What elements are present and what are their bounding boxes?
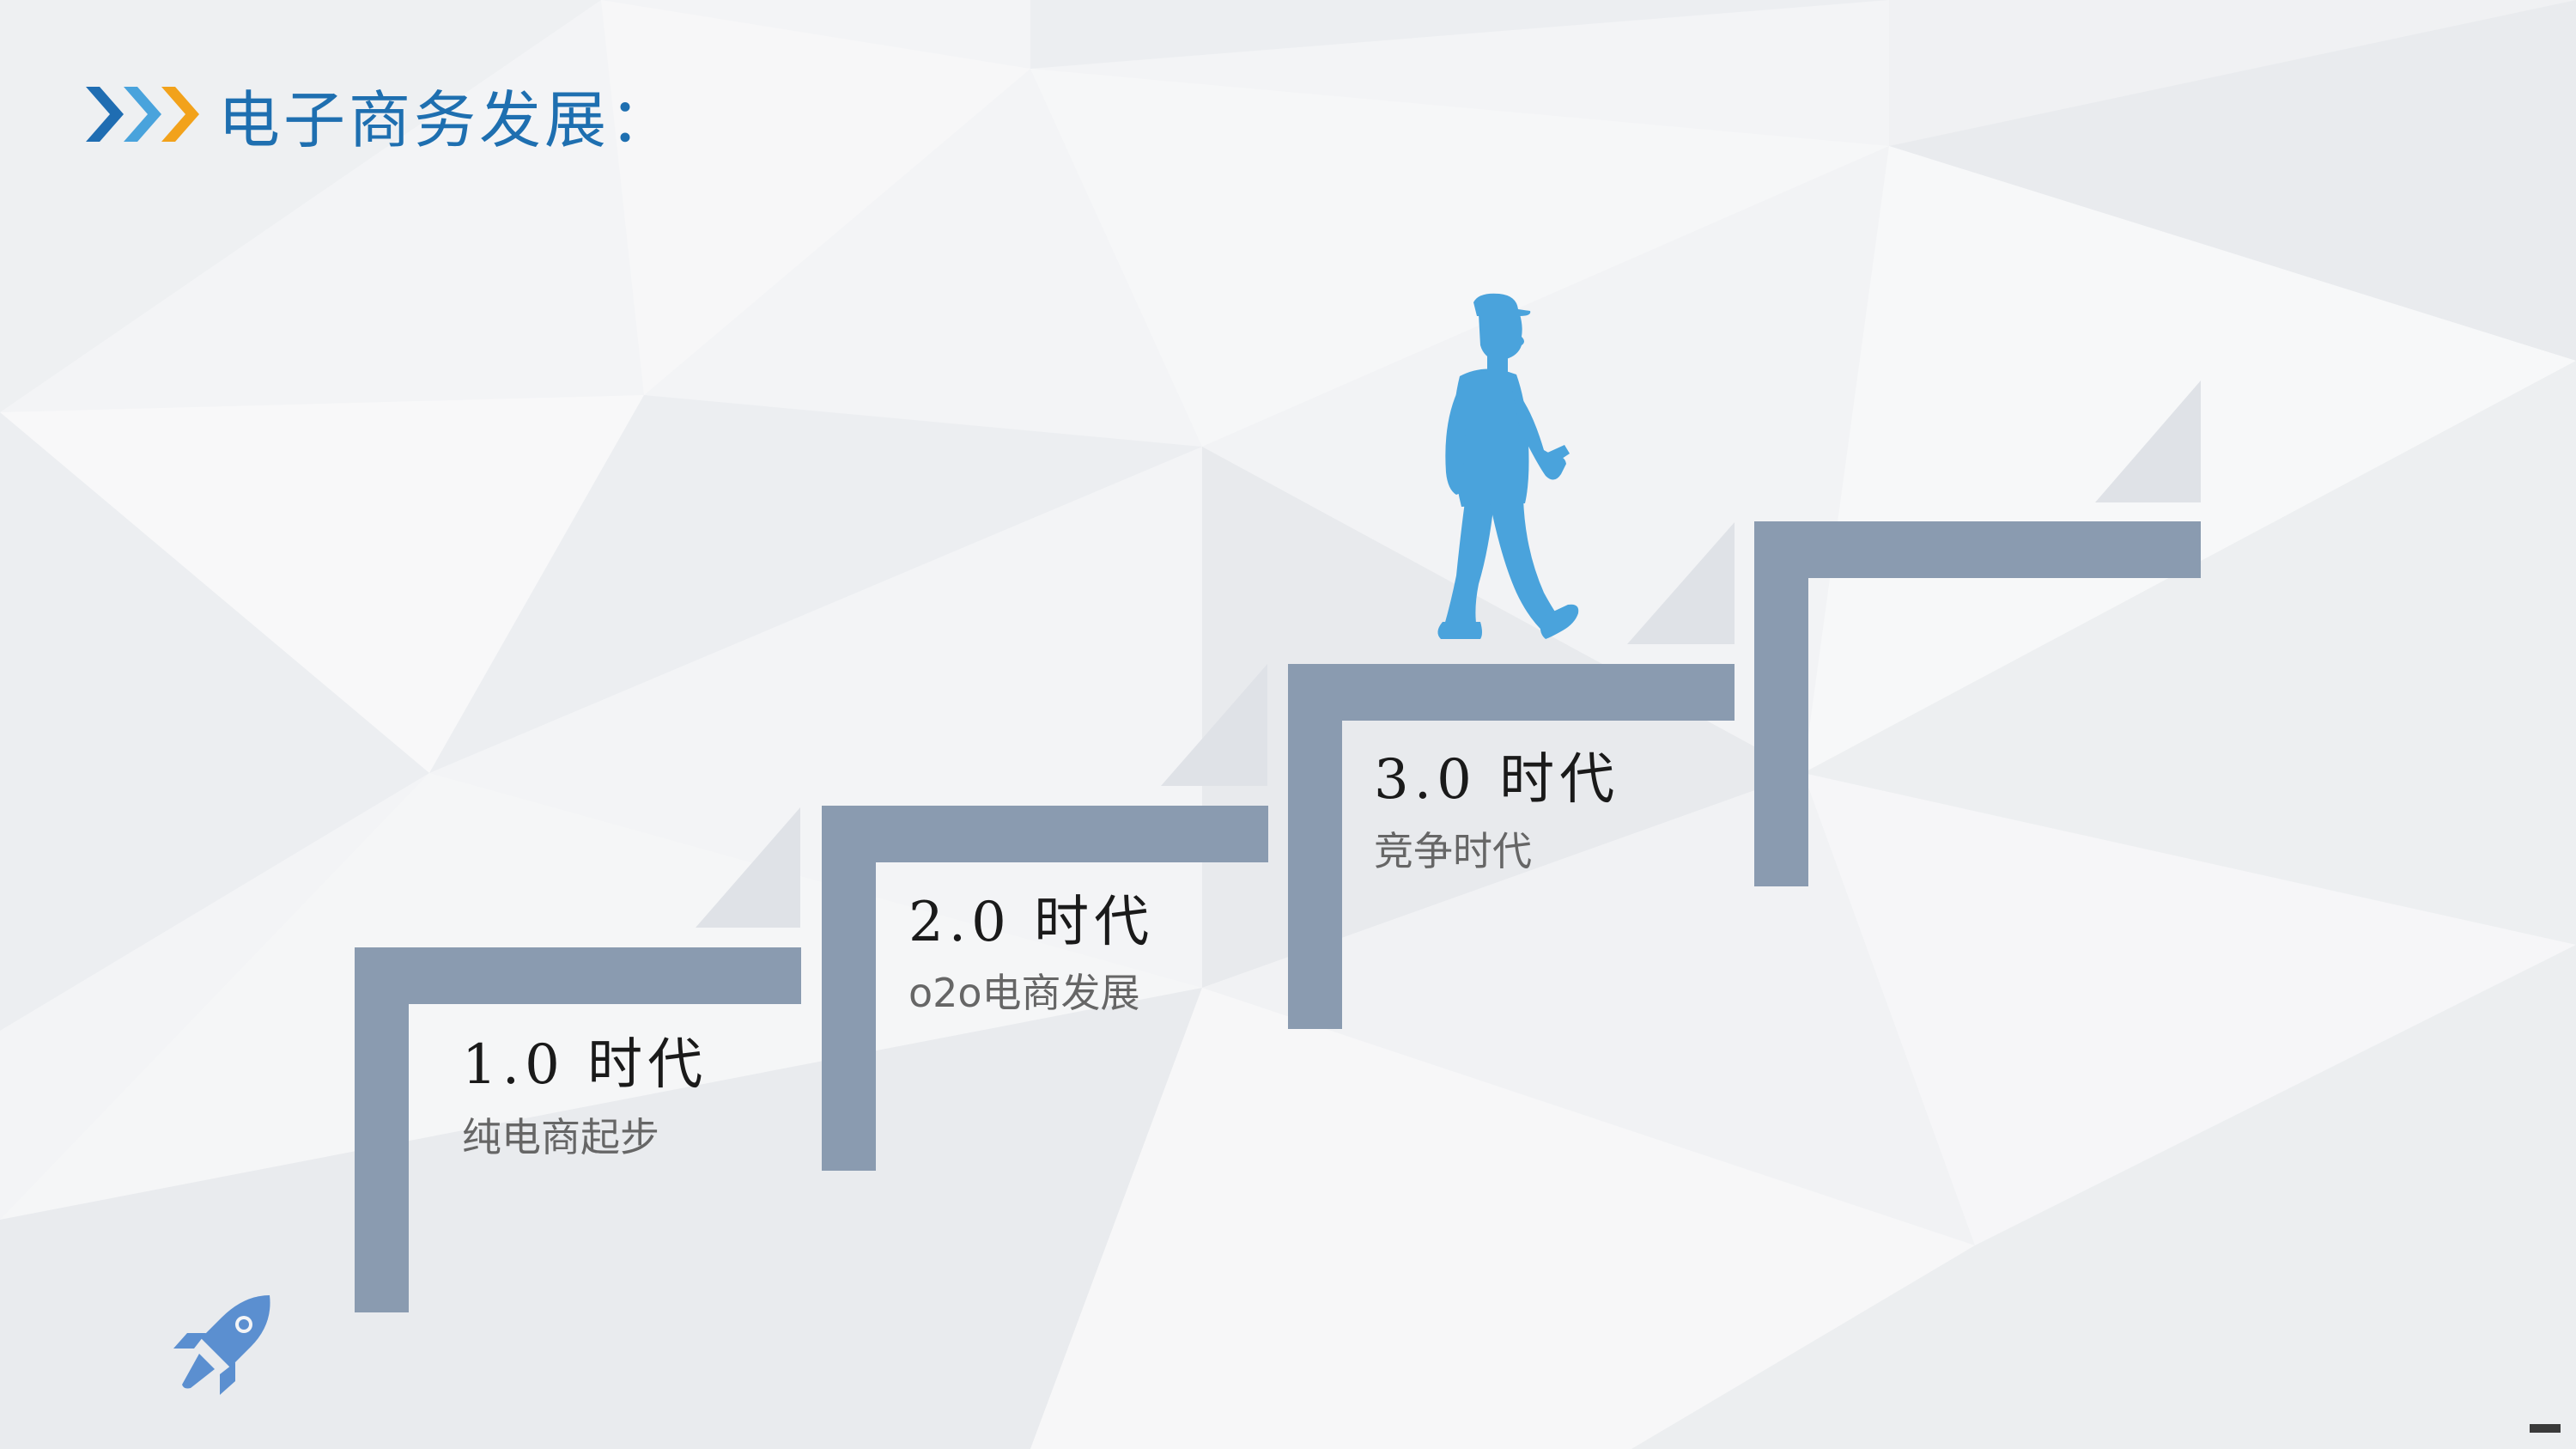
step-2-shape — [822, 664, 1268, 1171]
step-3-title: 3.0 时代 — [1374, 748, 1620, 812]
step-1-subtitle: 纯电商起步 — [462, 1114, 659, 1160]
step-4-shape — [1754, 381, 2201, 886]
step-3-shape — [1288, 522, 1735, 1029]
step-1-shape — [355, 807, 801, 1312]
step-2-title: 2.0 时代 — [908, 891, 1155, 954]
walking-man-icon — [1437, 293, 1579, 639]
title-bar: 电子商务发展： — [86, 67, 675, 161]
triple-chevron-icon — [86, 87, 199, 142]
step-3-subtitle: 竞争时代 — [1374, 828, 1532, 874]
page-title: 电子商务发展： — [218, 83, 676, 156]
step-1-title: 1.0 时代 — [462, 1033, 708, 1097]
corner-mark — [2530, 1424, 2561, 1433]
step-2-subtitle: o2o电商发展 — [908, 970, 1140, 1016]
rocket-icon — [173, 1295, 270, 1395]
